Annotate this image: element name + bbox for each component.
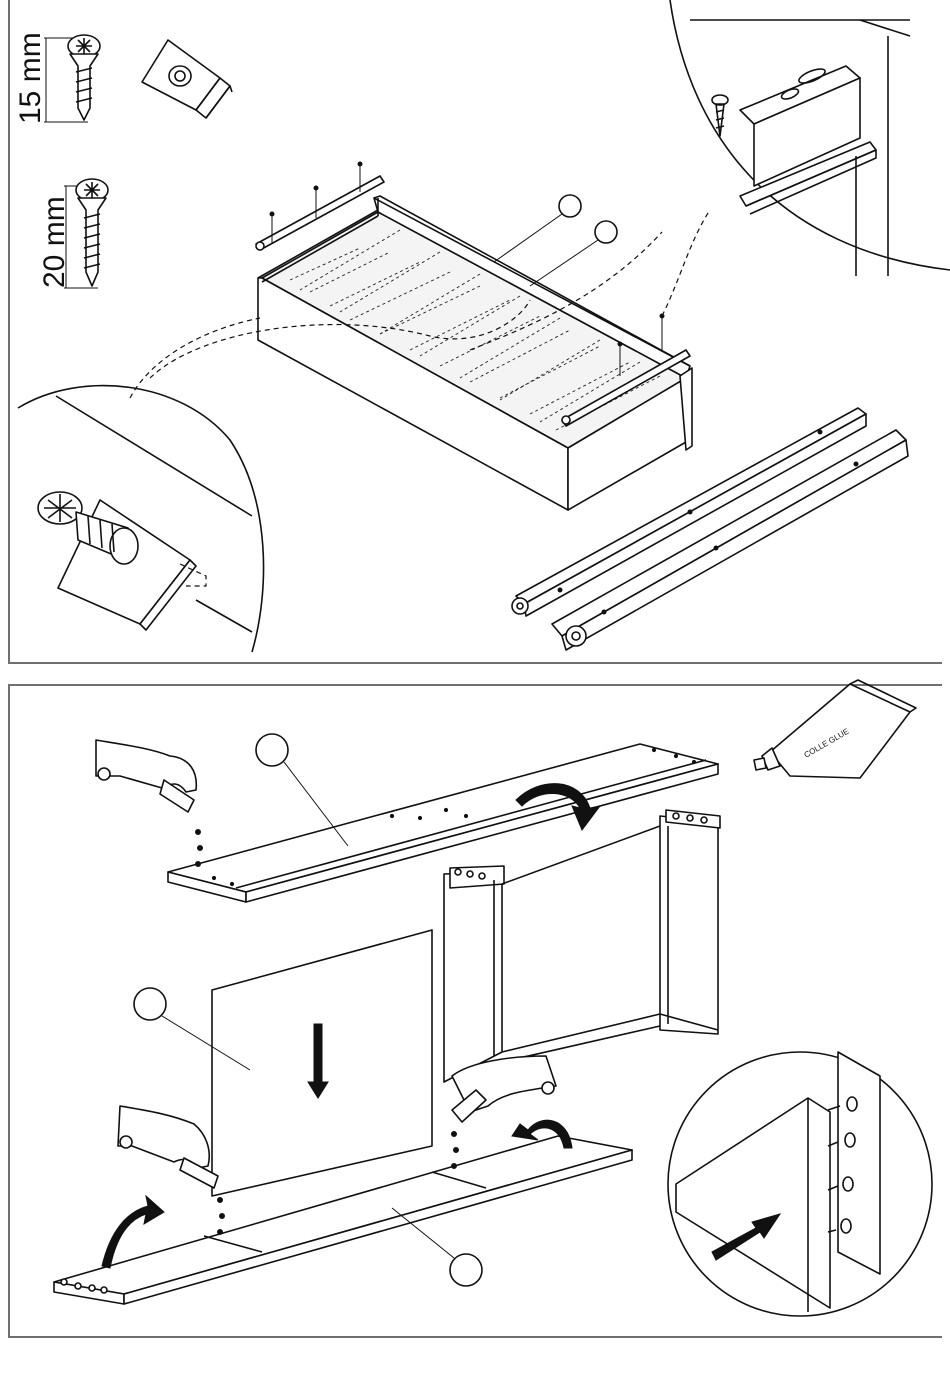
top-panel <box>168 744 718 902</box>
screw-20mm-label: 20 mm <box>38 196 71 288</box>
corner-block-icon <box>142 40 232 118</box>
screw-15mm-label: 15 mm <box>14 32 47 124</box>
back-panel <box>212 930 432 1196</box>
detail-circle-corner-block <box>18 318 264 652</box>
part-callout-2 <box>530 221 617 286</box>
detail-circle-rail-screw <box>662 0 950 316</box>
carcass-frame <box>444 810 720 1082</box>
glue-tube-icon: COLLE GLUE <box>754 680 916 778</box>
detail-circle-dowels <box>668 1052 932 1316</box>
drawer-box <box>150 196 692 510</box>
hand-glue-top-left <box>96 740 203 867</box>
part-callout-1 <box>494 195 581 262</box>
screw-15mm-icon <box>44 35 100 122</box>
